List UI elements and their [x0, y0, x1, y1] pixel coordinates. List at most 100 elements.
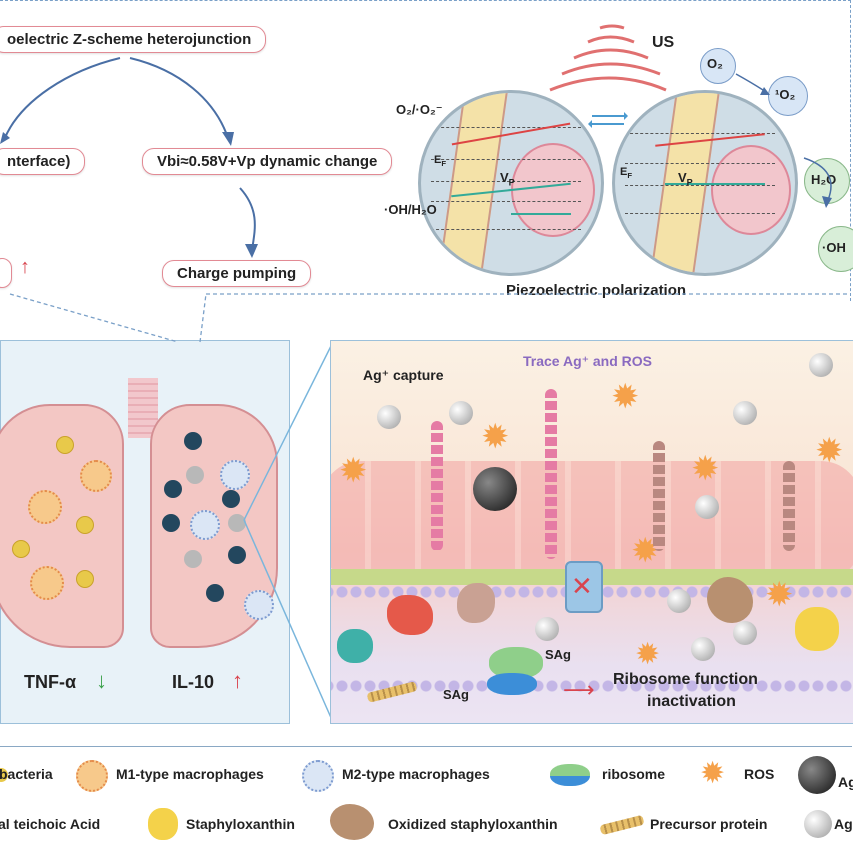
vbi-text: Vbi≈0.58V+Vp dynamic change — [157, 153, 378, 170]
ag-ion-8 — [691, 637, 715, 661]
bacteria-4 — [76, 570, 94, 588]
legend-ros-icon: ✹ — [700, 757, 726, 790]
vp-sub-right: P — [686, 177, 693, 188]
legend-staph: Staphyloxanthin — [186, 816, 295, 832]
right-arrow-red: ⟶ — [563, 677, 595, 702]
legend-panel — [0, 746, 852, 853]
singlet-o2-bubble — [768, 76, 808, 116]
legend-ag-grey: Ag — [834, 816, 853, 832]
legend-ribosome-icon — [550, 764, 590, 786]
membrane-panel: ✹ ✹ ✹ ✹ ✹ ✹ ✹ ✹ ✕ Ag⁺ capture Trace Ag⁺ … — [330, 340, 853, 724]
ag-ion-1 — [377, 405, 401, 429]
ef-sub-left: F — [441, 159, 447, 169]
ag-particle-dark-2 — [164, 480, 182, 498]
ros-star-8: ✹ — [635, 638, 661, 671]
red-up-arrow: ↑ — [232, 668, 243, 693]
legend-m1-icon — [76, 760, 108, 792]
ros-arrows — [735, 73, 832, 208]
us-label: US — [652, 34, 675, 51]
bacteria-2 — [76, 516, 94, 534]
piezo-label: Piezoelectric polarization — [506, 282, 687, 299]
teichoic-chain-2 — [545, 389, 557, 559]
ef-label-right: EF — [620, 166, 632, 180]
vbi-label: Vbi≈0.58V+Vp dynamic change — [142, 148, 393, 175]
vp-label-left: VP — [500, 170, 515, 188]
ultrasound-waves-icon — [549, 24, 667, 92]
legend-precursor: Precursor protein — [650, 816, 768, 832]
ros-star-1: ✹ — [339, 452, 368, 490]
vp-label-right: VP — [678, 170, 693, 188]
oh-label: ·OH — [822, 240, 846, 255]
band-circle-left — [418, 90, 604, 276]
legend-bacteria: bacteria — [0, 766, 53, 782]
legend-ros: ROS — [744, 766, 775, 782]
legend-ribosome: ribosome — [602, 766, 666, 782]
vp-sub-left: P — [508, 177, 515, 188]
legend-teichoic: al teichoic Acid — [0, 816, 101, 832]
o2-o2minus-label: O₂/·O₂⁻ — [396, 102, 443, 117]
lipid-bilayer-bottom — [331, 679, 853, 693]
ag-ion-9 — [733, 621, 757, 645]
trace-label: Trace Ag⁺ and ROS — [523, 353, 653, 369]
staphyloxanthin-blob — [795, 607, 839, 651]
ag-particle-grey-2 — [228, 514, 246, 532]
ribosome-blue — [487, 673, 537, 695]
ros-star-7: ✹ — [765, 576, 794, 614]
legend-oxidized-icon — [330, 804, 374, 840]
o2-label: O₂ — [707, 56, 723, 71]
legend-oxidized: Oxidized staphyloxanthin — [388, 816, 558, 832]
teichoic-chain-3 — [653, 441, 665, 551]
ag-ion-7 — [535, 617, 559, 641]
oxidized-staph-blob — [707, 577, 753, 623]
oh-h2o-label: ·OH/H₂O — [384, 202, 437, 217]
tnf-label: TNF-α — [24, 672, 77, 692]
ag-ion-2 — [449, 401, 473, 425]
green-down-arrow: ↓ — [96, 668, 107, 693]
m1-macrophage-2 — [28, 490, 62, 524]
ros-star-2: ✹ — [481, 418, 510, 456]
ag-ion-6 — [667, 589, 691, 613]
ribosome-inactivation-line2: inactivation — [647, 693, 736, 710]
m1-macrophage-3 — [30, 566, 64, 600]
ef-e-left: E — [434, 154, 442, 166]
ag-particle-grey-1 — [186, 466, 204, 484]
ag-ion-5 — [695, 495, 719, 519]
legend-m2: M2-type macrophages — [342, 766, 490, 782]
sag-label-2: SAg — [443, 687, 469, 702]
m1-macrophage-1 — [80, 460, 112, 492]
charge-pumping-label: Charge pumping — [162, 260, 312, 287]
m2-macrophage-1 — [220, 460, 250, 490]
legend-ag-black-icon — [798, 756, 836, 794]
m2-macrophage-2 — [190, 510, 220, 540]
ag-particle-dark-6 — [206, 584, 224, 602]
brown-protein — [457, 583, 495, 623]
legend-m2-icon — [302, 760, 334, 792]
ag-particle-dark-4 — [162, 514, 180, 532]
m2-macrophage-3 — [244, 590, 274, 620]
ag-capture-label: Ag⁺ capture — [363, 367, 444, 383]
ag-particle-dark-3 — [222, 490, 240, 508]
ag-particle-grey-3 — [184, 550, 202, 568]
teal-protein — [337, 629, 373, 663]
equilibrium-arrows — [588, 112, 628, 128]
bacteria-3 — [12, 540, 30, 558]
h2o-bubble — [804, 158, 850, 204]
ros-star-5: ✹ — [815, 432, 844, 470]
sag-label-1: SAg — [545, 647, 571, 662]
h2o-label: H₂O — [811, 172, 837, 187]
legend-bacteria-icon — [0, 768, 8, 782]
oh-bubble — [818, 226, 853, 272]
ag-particle-dark-5 — [228, 546, 246, 564]
interface-label: nterface) — [0, 148, 86, 175]
ros-star-4: ✹ — [691, 450, 720, 488]
il10-label: IL-10 — [172, 672, 215, 692]
o2-bubble — [700, 48, 736, 84]
legend-ag-grey-icon — [804, 810, 832, 838]
channel-protein — [565, 561, 603, 613]
vp-v-left: V — [500, 170, 509, 185]
legend-ag-black: Ag — [838, 774, 853, 790]
legend-staph-icon — [148, 808, 178, 840]
ag-ion-4 — [733, 401, 757, 425]
bacteria-1 — [56, 436, 74, 454]
blocked-x-mark: ✕ — [571, 571, 593, 601]
